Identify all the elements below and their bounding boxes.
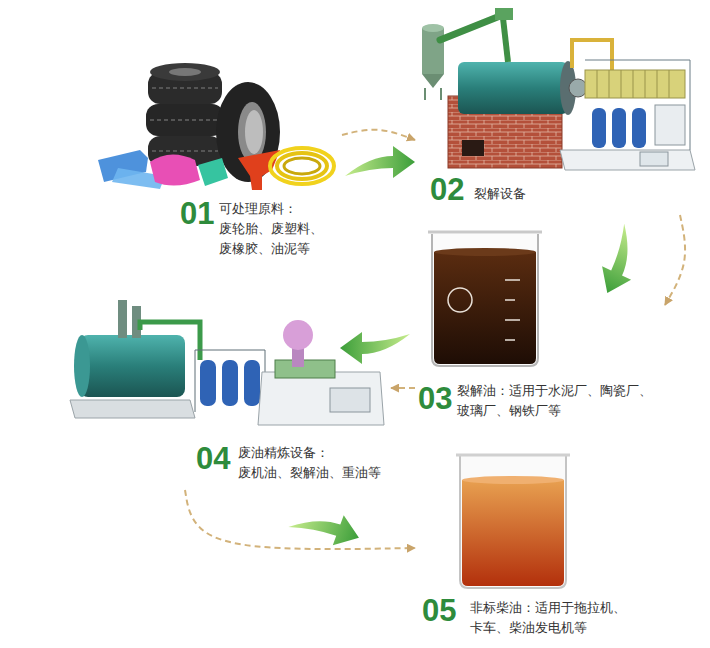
step-text: 裂解油：适用于水泥厂、陶瓷厂、 玻璃厂、钢铁厂等: [457, 381, 662, 421]
oil-refining-equipment-part: [258, 372, 384, 425]
waste-materials-part: [169, 68, 201, 76]
pyrolysis-equipment-part: [422, 24, 444, 32]
pyrolysis-equipment-part: [612, 108, 626, 148]
diesel-beaker-part: [460, 456, 566, 588]
flow-arrow-part: [288, 499, 365, 553]
pyrolysis-equipment-part: [462, 140, 484, 156]
oil-refining-equipment-part: [222, 360, 238, 406]
step-number: 01: [180, 198, 214, 229]
pyrolysis-equipment-part: [560, 150, 695, 170]
oil-refining-equipment-part: [70, 400, 195, 418]
pyrolysis-equipment-part: [585, 70, 685, 98]
pyrolysis-equipment-part: [655, 105, 685, 145]
pyrolysis-oil-beaker-part: [448, 288, 472, 312]
pyrolysis-equipment-part: [597, 70, 669, 98]
diesel-beaker-part: [462, 476, 564, 484]
waste-materials-part: [150, 88, 220, 151]
pyrolysis-equipment-part: [503, 18, 508, 62]
flow-connector: [185, 490, 415, 549]
pyrolysis-oil-beaker: [428, 232, 542, 366]
flow-arrow-part: [345, 146, 415, 178]
pyrolysis-equipment-part: [632, 108, 646, 148]
diesel-beaker-part: [462, 480, 564, 586]
step-number: 02: [430, 174, 464, 205]
flow-connector: [391, 387, 415, 389]
oil-refining-equipment-part: [200, 360, 216, 406]
step-text: 非标柴油：适用于拖拉机、 卡车、柴油发电机等: [470, 598, 640, 638]
oil-refining-equipment-part: [283, 320, 313, 350]
step-number: 03: [418, 383, 452, 414]
waste-materials-part: [150, 63, 220, 81]
diesel-beaker-part: [456, 454, 570, 457]
flow-arrow-part: [593, 223, 652, 300]
pyrolysis-oil-beaker-part: [434, 252, 536, 364]
step-text: 裂解设备: [474, 184, 584, 204]
pyrolysis-equipment-part: [440, 16, 500, 40]
flow-connector: [342, 130, 415, 140]
waste-materials-part: [150, 154, 200, 185]
process-step: 02 裂解设备: [415, 8, 700, 215]
pyrolysis-equipment-part: [572, 40, 612, 70]
waste-materials-part: [238, 102, 266, 162]
step-text: 废油精炼设备： 废机油、裂解油、重油等: [238, 443, 388, 483]
step-number: 04: [196, 443, 230, 474]
oil-refining-equipment-part: [275, 360, 335, 378]
pyrolysis-equipment-part: [592, 108, 606, 148]
process-step: 01可处理原料： 废轮胎、废塑料、 废橡胶、油泥等: [88, 60, 342, 265]
waste-materials-part: [198, 158, 228, 186]
pyrolysis-oil-beaker-part: [432, 234, 538, 366]
oil-refining-equipment-part: [244, 360, 260, 406]
oil-refining-equipment-part: [74, 335, 90, 397]
oil-refining-equipment-part: [80, 335, 185, 397]
process-step: 05 非标柴油：适用于拖拉机、 卡车、柴油发电机等: [415, 448, 705, 643]
pyrolysis-oil-beaker-part: [505, 280, 520, 340]
step-text: 可处理原料： 废轮胎、废塑料、 废橡胶、油泥等: [219, 199, 339, 259]
oil-refining-equipment-part: [330, 388, 370, 412]
oil-refining-equipment-part: [140, 322, 200, 360]
pyrolysis-equipment-part: [425, 88, 441, 100]
pyrolysis-equipment-part: [640, 152, 668, 166]
diesel-beaker: [456, 455, 570, 588]
oil-refining-equipment: [70, 300, 384, 425]
process-step: 04 废油精炼设备： 废机油、裂解油、重油等: [62, 305, 391, 490]
step-number: 05: [422, 595, 456, 626]
oil-refining-equipment-part: [195, 350, 265, 412]
flow-connector: [665, 215, 685, 305]
waste-materials-part: [270, 148, 334, 184]
pyrolysis-equipment-part: [458, 62, 568, 114]
pyrolysis-equipment: [422, 8, 695, 170]
pyrolysis-equipment-part: [422, 74, 444, 88]
oil-refining-equipment-part: [118, 300, 127, 338]
pyrolysis-oil-beaker-part: [434, 248, 536, 256]
flow-arrow: [288, 146, 652, 553]
pyrolysis-equipment-part: [495, 8, 513, 20]
process-step: 03裂解油：适用于水泥厂、陶瓷厂、 玻璃厂、钢铁厂等: [415, 232, 665, 437]
waste-materials: [98, 63, 334, 190]
connector-group: [185, 130, 685, 549]
pyrolysis-oil-beaker-part: [428, 231, 542, 234]
waste-materials-part: [245, 110, 263, 154]
pyrolysis-equipment-part: [569, 79, 587, 97]
pyrolysis-equipment-part: [585, 60, 690, 150]
flow-arrow-part: [340, 332, 410, 364]
pyrolysis-equipment-part: [422, 28, 444, 74]
waste-materials-part: [284, 158, 320, 174]
waste-materials-part: [277, 153, 327, 179]
